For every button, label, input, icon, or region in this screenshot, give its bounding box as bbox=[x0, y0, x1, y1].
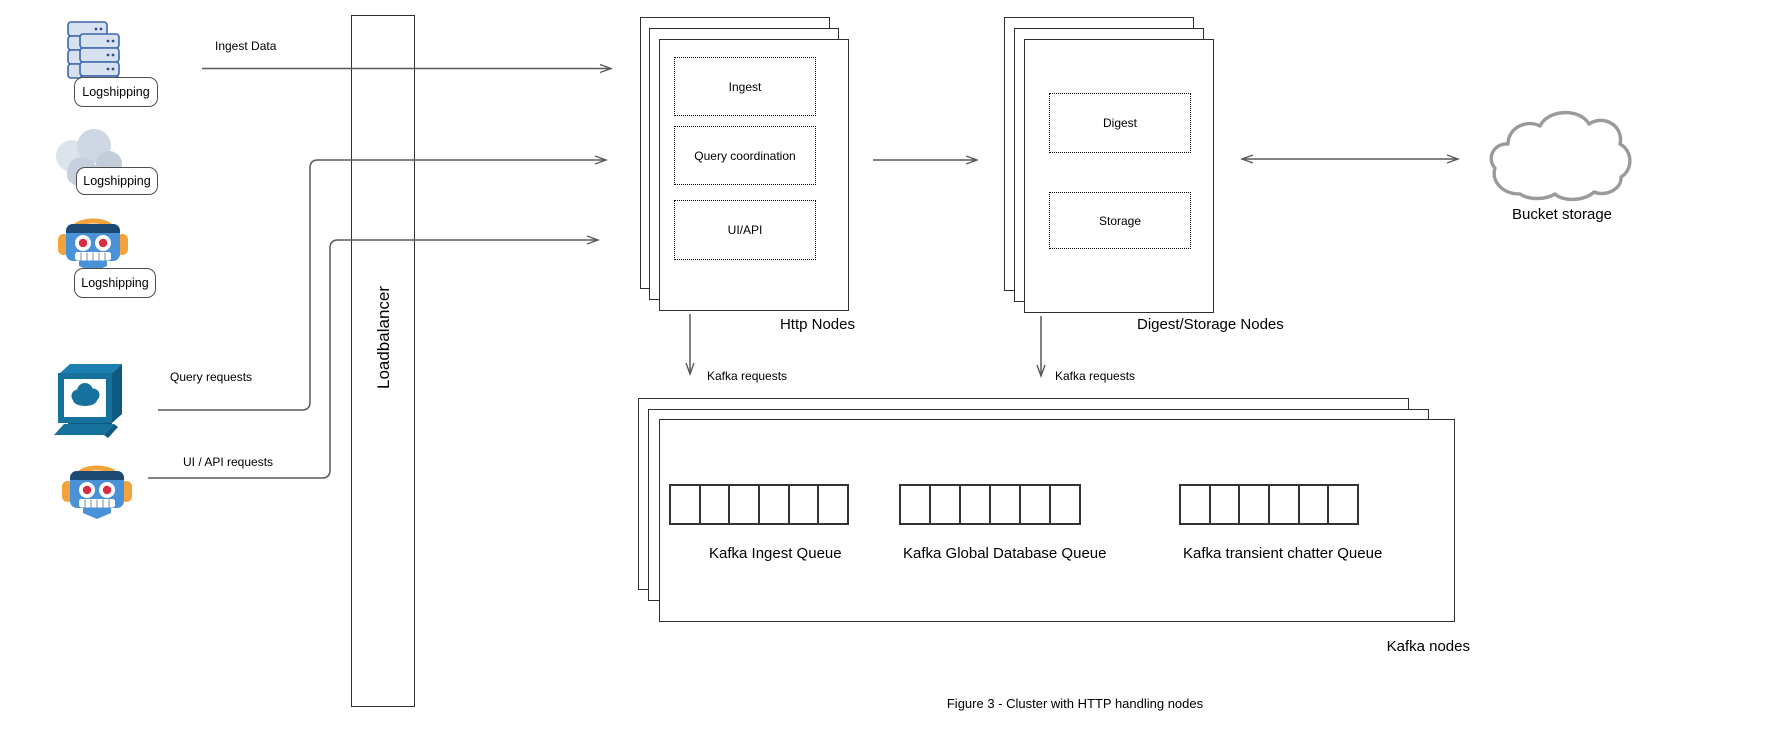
kafka-ingest-queue bbox=[669, 484, 849, 525]
queue-cell bbox=[671, 486, 699, 523]
queue-cell bbox=[1327, 486, 1358, 523]
kafka-ingest-queue-label: Kafka Ingest Queue bbox=[709, 545, 842, 562]
pill-text: Logshipping bbox=[83, 174, 151, 188]
queue-cell bbox=[1238, 486, 1269, 523]
logshipping-robot-label: Logshipping bbox=[74, 268, 156, 298]
queue-cell bbox=[698, 486, 729, 523]
queue-cell bbox=[817, 486, 848, 523]
bucket-storage-label: Bucket storage bbox=[1511, 206, 1613, 223]
http-nodes-title: Http Nodes bbox=[779, 316, 855, 333]
queue-cell bbox=[1181, 486, 1209, 523]
pill-text: Logshipping bbox=[82, 85, 150, 99]
figure-caption: Figure 3 - Cluster with HTTP handling no… bbox=[946, 696, 1204, 711]
digest-storage-nodes-title: Digest/Storage Nodes bbox=[1137, 316, 1284, 333]
loadbalancer-label: Loadbalancer bbox=[374, 285, 393, 390]
flow-ingest-data-label: Ingest Data bbox=[215, 39, 277, 53]
robot-icon bbox=[58, 218, 128, 272]
component-label: Storage bbox=[1098, 213, 1142, 228]
kafka-transient-chatter-queue-label: Kafka transient chatter Queue bbox=[1183, 545, 1383, 562]
kafka-global-database-queue-label: Kafka Global Database Queue bbox=[903, 545, 1107, 562]
queue-cell bbox=[1268, 486, 1298, 523]
queue-cell bbox=[758, 486, 788, 523]
pill-text: Logshipping bbox=[81, 276, 149, 290]
kafka-global-database-queue bbox=[899, 484, 1081, 525]
component-box-ingest: Ingest bbox=[674, 57, 816, 116]
kafka-transient-chatter-queue bbox=[1179, 484, 1359, 525]
component-box-ui-api: UI/API bbox=[674, 200, 816, 260]
queue-cell bbox=[1297, 486, 1328, 523]
kafka-nodes-title: Kafka nodes bbox=[1386, 638, 1470, 655]
computer-icon bbox=[54, 364, 122, 438]
queue-cell bbox=[989, 486, 1019, 523]
component-box-digest: Digest bbox=[1049, 93, 1191, 153]
queue-cell bbox=[901, 486, 929, 523]
queue-cell bbox=[959, 486, 989, 523]
digest-storage-page-front bbox=[1024, 39, 1214, 313]
component-label: Digest bbox=[1102, 116, 1137, 130]
component-label: UI/API bbox=[727, 223, 763, 237]
queue-cell bbox=[1019, 486, 1049, 523]
queue-cell bbox=[1208, 486, 1239, 523]
component-label: Query coordination bbox=[694, 148, 796, 163]
queue-cell bbox=[787, 486, 818, 523]
queue-cell bbox=[728, 486, 759, 523]
flow-query-requests-label: Query requests bbox=[170, 370, 253, 384]
flow-kafka-requests-digest-label: Kafka requests bbox=[1055, 369, 1136, 383]
logshipping-cloud-label: Logshipping bbox=[76, 167, 158, 195]
flow-ui-api-requests-label: UI / API requests bbox=[183, 455, 274, 469]
logshipping-servers-label: Logshipping bbox=[74, 77, 158, 107]
component-label: Ingest bbox=[728, 79, 762, 94]
flow-kafka-requests-http-label: Kafka requests bbox=[707, 369, 788, 383]
component-box-storage: Storage bbox=[1049, 192, 1191, 249]
robot-icon bbox=[62, 465, 132, 519]
component-box-query-coordination: Query coordination bbox=[674, 126, 816, 185]
queue-cell bbox=[929, 486, 959, 523]
queue-cell bbox=[1049, 486, 1079, 523]
cloud-outline-icon bbox=[1489, 110, 1632, 202]
